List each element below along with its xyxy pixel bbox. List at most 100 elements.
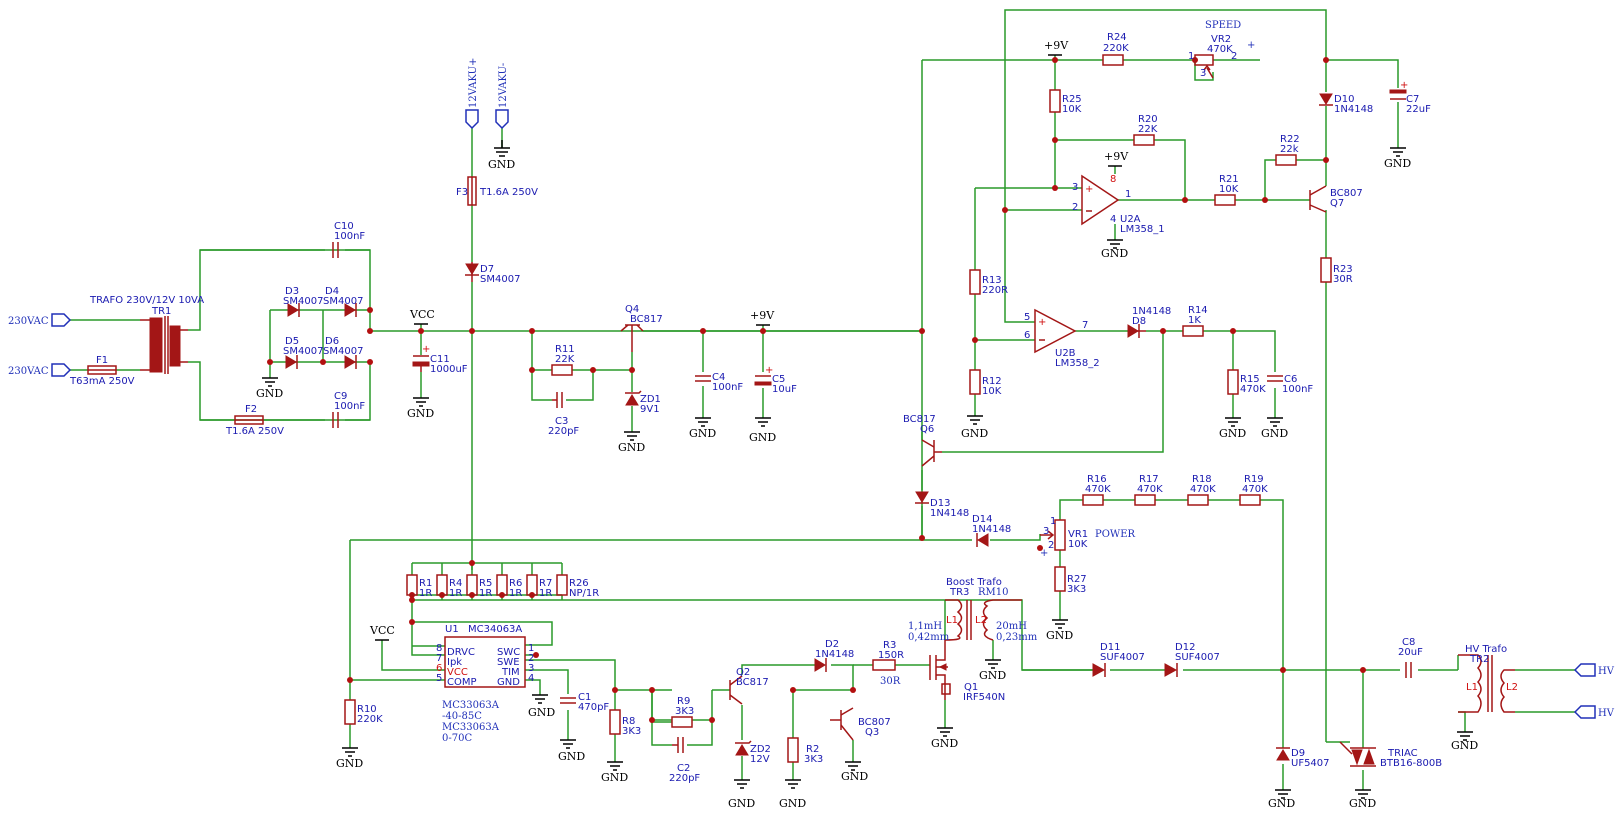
svg-text:R13: R13 — [982, 275, 1002, 286]
svg-text:+: + — [1085, 184, 1093, 195]
svg-text:R7: R7 — [539, 578, 552, 589]
svg-text:GND: GND — [618, 441, 645, 454]
svg-text:R8: R8 — [622, 716, 635, 727]
gnd-r8: GND — [601, 761, 628, 784]
p9v-top: +9V — [1044, 39, 1069, 56]
svg-text:7: 7 — [1082, 320, 1088, 331]
diode-d14: D14 1N4148 — [972, 514, 1011, 547]
svg-text:4: 4 — [1110, 214, 1116, 225]
gnd-c11: GND — [407, 397, 434, 420]
port-hv1: HV — [1573, 663, 1615, 677]
svg-text:4: 4 — [528, 673, 534, 684]
resistor-r20: R20 22K — [1133, 114, 1158, 146]
diode-d5: D5 SM4007 — [283, 336, 323, 369]
svg-text:R2: R2 — [806, 744, 819, 755]
svg-text:100nF: 100nF — [334, 231, 365, 242]
svg-text:10K: 10K — [1068, 539, 1088, 550]
svg-text:BC807: BC807 — [858, 717, 891, 728]
svg-text:10K: 10K — [1219, 184, 1239, 195]
svg-text:12V: 12V — [750, 754, 770, 765]
gnd-r12: GND — [961, 415, 988, 440]
svg-text:22k: 22k — [1280, 144, 1299, 155]
svg-text:R3: R3 — [883, 640, 896, 651]
svg-text:+: + — [1040, 548, 1048, 559]
svg-text:220pF: 220pF — [548, 426, 579, 437]
svg-text:C10: C10 — [334, 221, 354, 232]
resistor-r16: R16 470K — [1082, 474, 1111, 506]
svg-text:Boost Trafo: Boost Trafo — [946, 577, 1002, 588]
svg-text:HV: HV — [1598, 666, 1615, 677]
svg-text:VR1: VR1 — [1068, 529, 1088, 540]
svg-text:R12: R12 — [982, 376, 1002, 387]
svg-text:22K: 22K — [1138, 124, 1158, 135]
svg-text:GND: GND — [1268, 797, 1295, 810]
svg-text:3K3: 3K3 — [622, 726, 641, 737]
svg-text:220pF: 220pF — [669, 773, 700, 784]
port-ac1: 230VAC — [8, 313, 72, 327]
gnd-r10: GND — [336, 747, 363, 770]
svg-text:6: 6 — [1024, 330, 1030, 341]
svg-text:R19: R19 — [1244, 474, 1264, 485]
svg-text:20mH: 20mH — [996, 621, 1027, 632]
svg-text:1R: 1R — [479, 588, 492, 599]
gnd-tr3: GND — [979, 659, 1006, 682]
svg-text:230VAC: 230VAC — [8, 366, 49, 377]
svg-text:GND: GND — [931, 737, 958, 750]
svg-text:100nF: 100nF — [712, 382, 743, 393]
svg-text:Q4: Q4 — [625, 304, 639, 315]
fuse-f2: F2 T1.6A 250V — [225, 404, 284, 437]
capacitor-c4: C4 100nF — [695, 372, 743, 393]
svg-text:2: 2 — [528, 653, 534, 664]
diode-d9: D9 UF5407 — [1276, 747, 1330, 769]
svg-text:R21: R21 — [1219, 174, 1239, 185]
svg-text:220K: 220K — [1103, 43, 1129, 54]
svg-text:100nF: 100nF — [1282, 384, 1313, 395]
svg-text:MC33063A: MC33063A — [442, 722, 500, 733]
svg-text:5: 5 — [436, 673, 442, 684]
svg-text:C1: C1 — [578, 692, 591, 703]
fuse-f3: F3 T1.6A 250V — [456, 176, 538, 206]
svg-text:C5: C5 — [772, 374, 785, 385]
resistor-r19: R19 470K — [1239, 474, 1268, 506]
diode-d11: D11 SUF4007 — [1092, 642, 1145, 677]
svg-text:230VAC: 230VAC — [8, 316, 49, 327]
port-ac2: 230VAC — [8, 363, 72, 377]
p9v-c5: +9V — [750, 309, 775, 326]
svg-text:F1: F1 — [96, 355, 108, 366]
resistor-r17: R17 470K — [1134, 474, 1163, 506]
svg-text:IRF540N: IRF540N — [963, 692, 1005, 703]
svg-text:470K: 470K — [1085, 484, 1111, 495]
svg-text:R26: R26 — [569, 578, 589, 589]
svg-text:SM4007: SM4007 — [323, 346, 363, 357]
junctions — [267, 57, 1366, 723]
vcc-c11: VCC — [409, 308, 435, 325]
svg-text:C6: C6 — [1284, 374, 1297, 385]
svg-text:D9: D9 — [1291, 748, 1305, 759]
svg-text:TR1: TR1 — [151, 306, 171, 317]
diode-d8: 1N4148 D8 — [1127, 306, 1171, 338]
gnd-c4: GND — [689, 417, 716, 440]
transformer-tr1: TRAFO 230V/12V 10VA TR1 — [89, 295, 204, 374]
opamp-u2b: + 5 6 7 U2B LM358_2 — [1024, 308, 1100, 369]
svg-text:470K: 470K — [1240, 384, 1266, 395]
svg-text:Q6: Q6 — [920, 424, 934, 435]
gnd-r27: GND — [1046, 619, 1073, 642]
svg-text:D10: D10 — [1334, 94, 1354, 105]
svg-text:D11: D11 — [1100, 642, 1120, 653]
zener-zd2: ZD2 12V — [735, 740, 771, 765]
svg-text:1N4148: 1N4148 — [1334, 104, 1373, 115]
svg-text:GND: GND — [1349, 797, 1376, 810]
svg-text:VCC: VCC — [409, 308, 435, 321]
diode-d10: D10 1N4148 — [1319, 93, 1373, 115]
opamp-u2a: + 3 2 1 8 4 U2A LM358_1 — [1072, 174, 1165, 235]
port-hv2: HV — [1573, 705, 1615, 719]
svg-text:C7: C7 — [1406, 94, 1419, 105]
svg-text:SM4007: SM4007 — [480, 274, 520, 285]
svg-text:+: + — [1038, 317, 1046, 328]
svg-text:3K3: 3K3 — [804, 754, 823, 765]
capacitor-c11: + C11 1000uF — [412, 344, 468, 375]
svg-text:Q2: Q2 — [736, 667, 750, 678]
gnd-u2a: GND — [1101, 239, 1128, 260]
